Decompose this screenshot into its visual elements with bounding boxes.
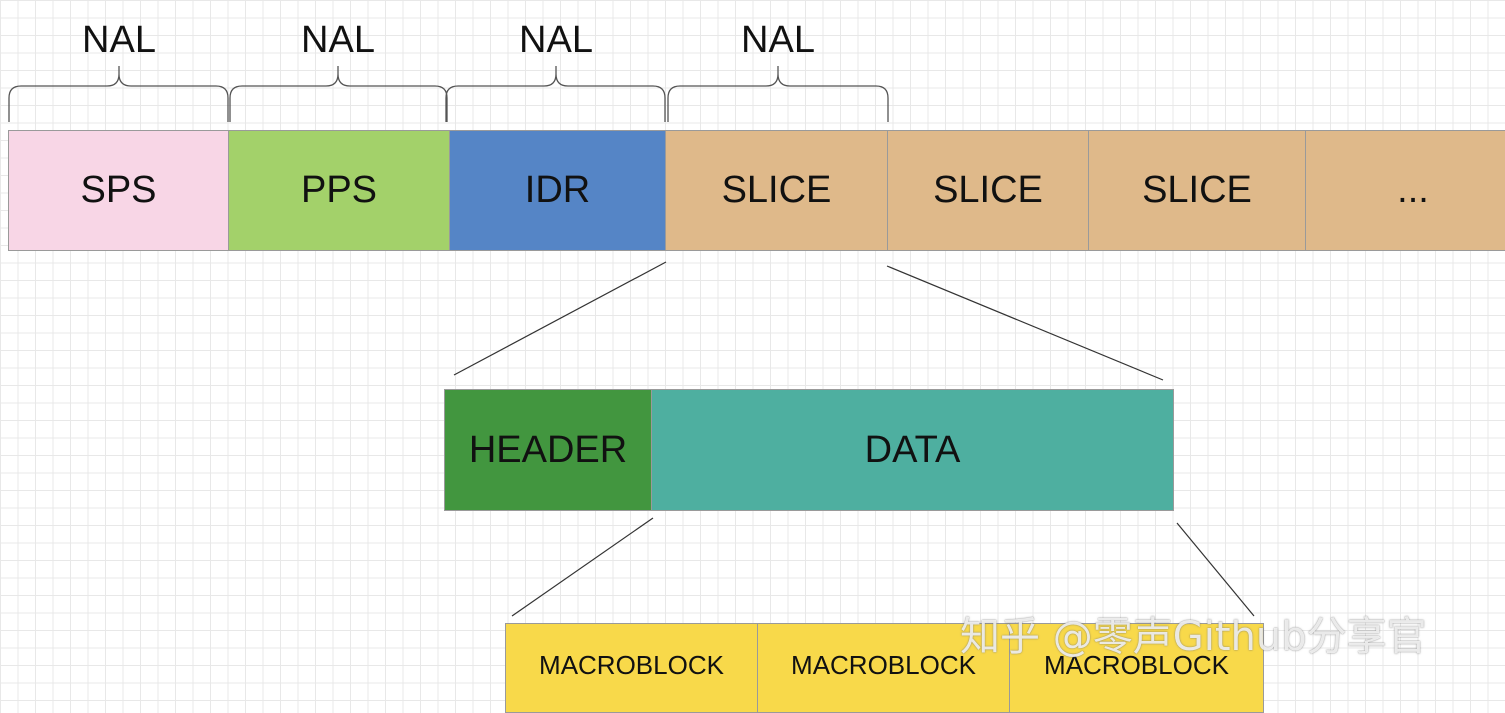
slice-block: SLICE (665, 130, 888, 251)
data-zoom-line-left (511, 517, 654, 617)
slice-block: SLICE (887, 130, 1089, 251)
macroblock: MACROBLOCK (505, 623, 758, 713)
nal-brace-3 (445, 66, 666, 122)
nal-brace-1 (8, 66, 229, 122)
nal-label: NAL (741, 19, 815, 61)
nal-brace-4 (667, 66, 889, 122)
ellipsis-block: ... (1305, 130, 1505, 251)
slice-block: SLICE (1088, 130, 1306, 251)
data-zoom-line-right (1176, 522, 1255, 617)
slice-data-block: DATA (651, 389, 1174, 511)
nal-label: NAL (82, 19, 156, 61)
nal-label: NAL (519, 19, 593, 61)
slice-zoom-line-right (886, 265, 1164, 381)
idr-block: IDR (449, 130, 666, 251)
sps-block: SPS (8, 130, 229, 251)
diagram-lines (8, 66, 1255, 617)
nal-label: NAL (301, 19, 375, 61)
pps-block: PPS (228, 130, 450, 251)
watermark: 知乎 @零声Github分享官 (960, 614, 1427, 660)
nal-brace-2 (229, 66, 448, 122)
slice-zoom-line-left (453, 261, 667, 376)
slice-header-block: HEADER (444, 389, 652, 511)
